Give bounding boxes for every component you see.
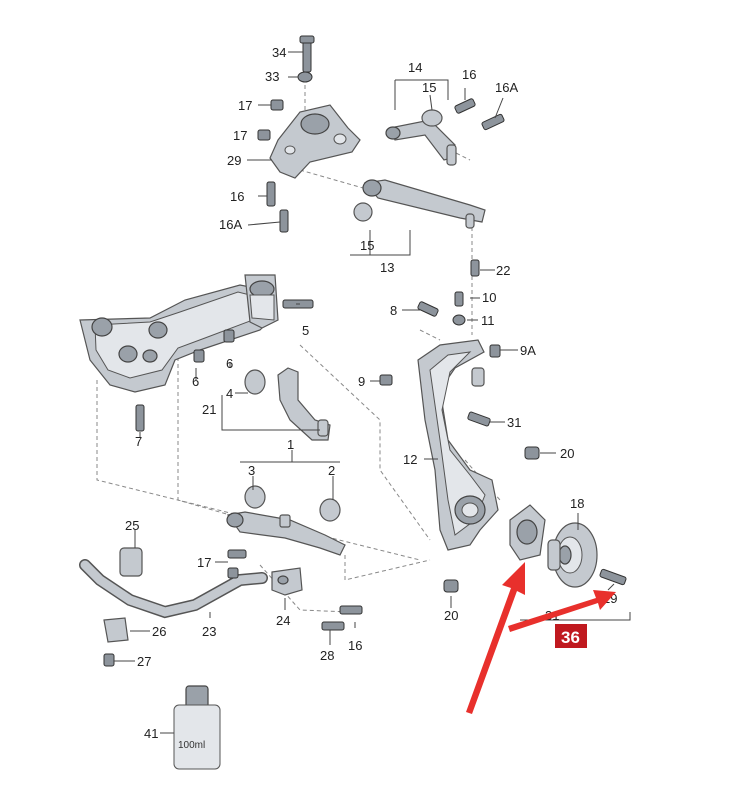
- upper-control-arms: [353, 109, 486, 229]
- label-41: 41: [144, 726, 158, 741]
- stabilizer-bar: [79, 547, 268, 643]
- label-9A: 9A: [520, 343, 536, 358]
- label-16: 16: [230, 189, 244, 204]
- label-9: 9: [358, 374, 365, 389]
- label-16A: 16A: [219, 217, 242, 232]
- label-31: 31: [507, 415, 521, 430]
- label-1: 1: [287, 437, 294, 452]
- label-15: 15: [360, 238, 374, 253]
- label-7: 7: [135, 434, 142, 449]
- upper-bracket: [269, 104, 361, 179]
- steering-knuckle: [417, 339, 499, 551]
- label-3: 3: [248, 463, 255, 478]
- label-2: 2: [328, 463, 335, 478]
- label-20: 20: [444, 608, 458, 623]
- label-8: 8: [390, 303, 397, 318]
- label-33: 33: [265, 69, 279, 84]
- label-28: 28: [320, 648, 334, 663]
- label-24: 24: [276, 613, 290, 628]
- label-16A: 16A: [495, 80, 518, 95]
- label-21: 21: [202, 402, 216, 417]
- label-18: 18: [570, 496, 584, 511]
- label-25: 25: [125, 518, 139, 533]
- label-29: 29: [227, 153, 241, 168]
- grease-bottle: 100ml: [173, 685, 221, 770]
- label-16: 16: [462, 67, 476, 82]
- leader-lines: [114, 51, 631, 734]
- label-16: 16: [348, 638, 362, 653]
- label-5: 5: [302, 323, 309, 338]
- label-23: 23: [202, 624, 216, 639]
- label-26: 26: [152, 624, 166, 639]
- label-6: 6: [226, 356, 233, 371]
- callout-label: 36: [561, 628, 580, 647]
- label-17: 17: [197, 555, 211, 570]
- label-11: 11: [481, 313, 495, 328]
- label-22: 22: [496, 263, 510, 278]
- label-34: 34: [272, 45, 286, 60]
- red-arrow-to-bolt: [508, 590, 616, 632]
- part-labels: 34 33 17 17 29 16 16A 14 15 16 16A 15 13…: [125, 45, 617, 741]
- label-10: 10: [482, 290, 496, 305]
- lower-arm-1: [244, 367, 331, 441]
- bottle-label: 100ml: [178, 740, 205, 751]
- part-callout: 36: [555, 624, 587, 648]
- coupling-rod: [271, 567, 303, 596]
- label-14: 14: [408, 60, 422, 75]
- label-15: 15: [422, 80, 436, 95]
- label-17: 17: [233, 128, 247, 143]
- label-20: 20: [560, 446, 574, 461]
- wheel-bearing: [509, 504, 546, 561]
- lower-arm-2: [226, 485, 346, 556]
- subframe: [79, 274, 279, 393]
- label-6: 6: [192, 374, 199, 389]
- label-12: 12: [403, 452, 417, 467]
- label-4: 4: [226, 386, 233, 401]
- label-17: 17: [238, 98, 252, 113]
- label-27: 27: [137, 654, 151, 669]
- fasteners: [103, 35, 627, 667]
- label-13: 13: [380, 260, 394, 275]
- wheel-hub: [547, 522, 598, 588]
- red-arrow-to-bearing: [466, 562, 525, 714]
